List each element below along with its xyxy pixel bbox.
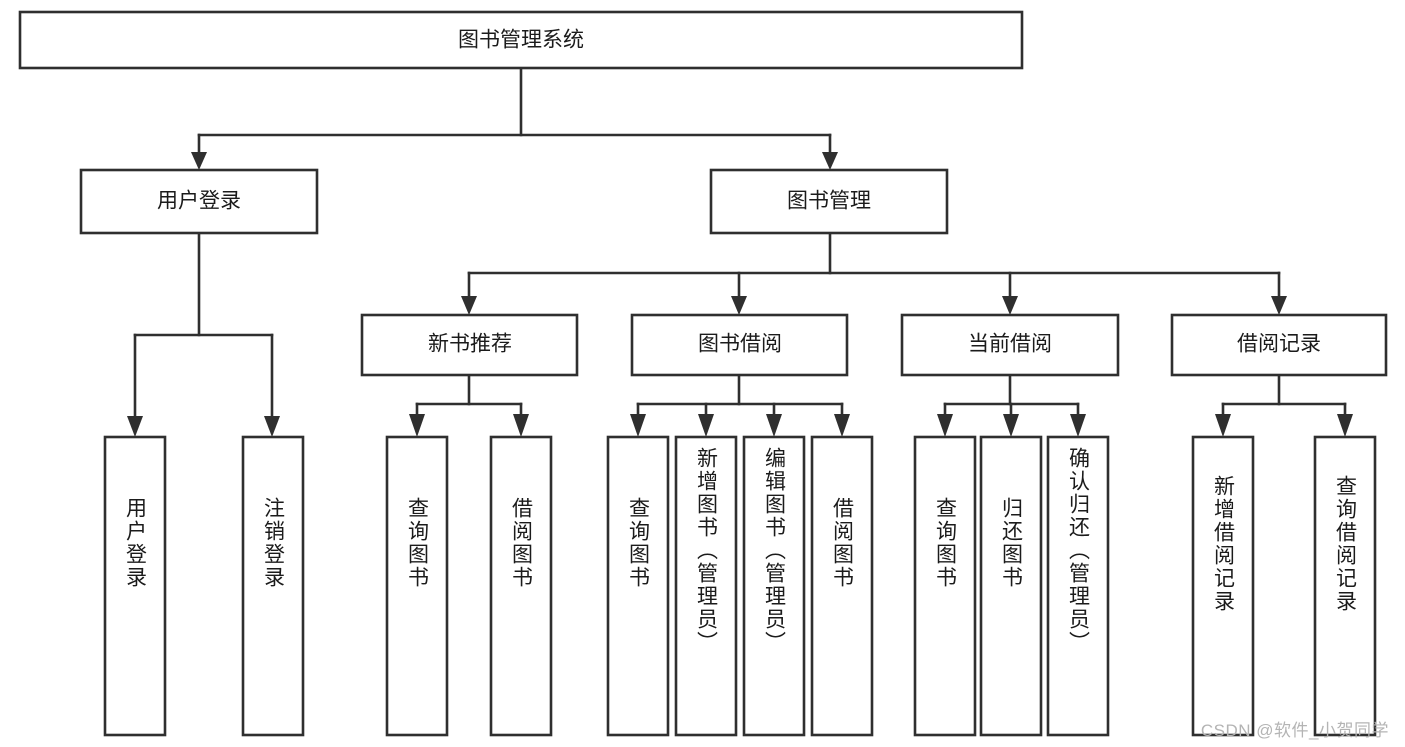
arrow-head-cb-1 [1003,414,1019,437]
node-leaf-new-book-1[interactable] [489,435,553,737]
arrow-head-bm-0 [461,296,477,315]
arrow-head-nb-1 [513,414,529,437]
arrow-head-ul-0 [127,416,143,437]
node-l3-borrow-record-label: 借阅记录 [1237,333,1321,356]
node-leaf-borrow-record-1[interactable] [1313,435,1377,737]
node-leaf-book-borrow-3[interactable] [810,435,874,737]
node-l3-book-borrow-label: 图书借阅 [698,333,782,356]
node-leaf-user-login-0[interactable] [103,435,167,737]
node-l2-user-login[interactable] [79,168,319,235]
node-l3-borrow-record[interactable] [1170,313,1388,377]
arrow-head-cb-2 [1070,414,1086,437]
node-leaf-current-borrow-2[interactable] [1046,435,1110,737]
arrow-head-br-1 [1337,414,1353,437]
connector-layer [127,66,1353,437]
node-l3-new-book-recommend[interactable] [360,313,579,377]
node-leaf-book-borrow-2[interactable] [742,435,806,737]
node-leaf-new-book-0[interactable] [385,435,449,737]
node-l3-current-borrow[interactable] [900,313,1120,377]
arrow-head-bm-2 [1002,296,1018,315]
arrow-head-br-0 [1215,414,1231,437]
arrow-head-ul-1 [264,416,280,437]
arrow-head-user-login [191,152,207,170]
arrow-head-book-mgmt [822,152,838,170]
node-leaf-borrow-record-0[interactable] [1191,435,1255,737]
arrow-head-bb-3 [834,414,850,437]
node-leaf-current-borrow-1[interactable] [979,435,1043,737]
csdn-watermark: CSDN @软件_小贺同学 [1200,721,1389,740]
node-l3-new-book-recommend-label: 新书推荐 [428,333,512,356]
arrow-head-bm-3 [1271,296,1287,315]
node-leaf-book-borrow-0[interactable] [606,435,670,737]
arrow-head-bm-1 [731,296,747,315]
arrow-head-bb-1 [698,414,714,437]
node-l2-user-login-label: 用户登录 [157,190,241,213]
arrow-head-cb-0 [937,414,953,437]
node-root-图书管理系统[interactable] [18,10,1024,70]
arrow-head-bb-2 [766,414,782,437]
node-layer: 图书管理系统 用户登录 图书管理 新书推荐 图书借阅 当前借阅 借阅记录 [18,10,1388,737]
node-l3-current-borrow-label: 当前借阅 [968,333,1052,356]
node-l3-book-borrow[interactable] [630,313,849,377]
node-leaf-book-borrow-1[interactable] [674,435,738,737]
node-leaf-current-borrow-0[interactable] [913,435,977,737]
node-root-label: 图书管理系统 [458,29,584,52]
node-l2-book-management[interactable] [709,168,949,235]
arrow-head-nb-0 [409,414,425,437]
node-leaf-user-login-1[interactable] [241,435,305,737]
arrow-head-bb-0 [630,414,646,437]
node-l2-book-management-label: 图书管理 [787,190,871,213]
